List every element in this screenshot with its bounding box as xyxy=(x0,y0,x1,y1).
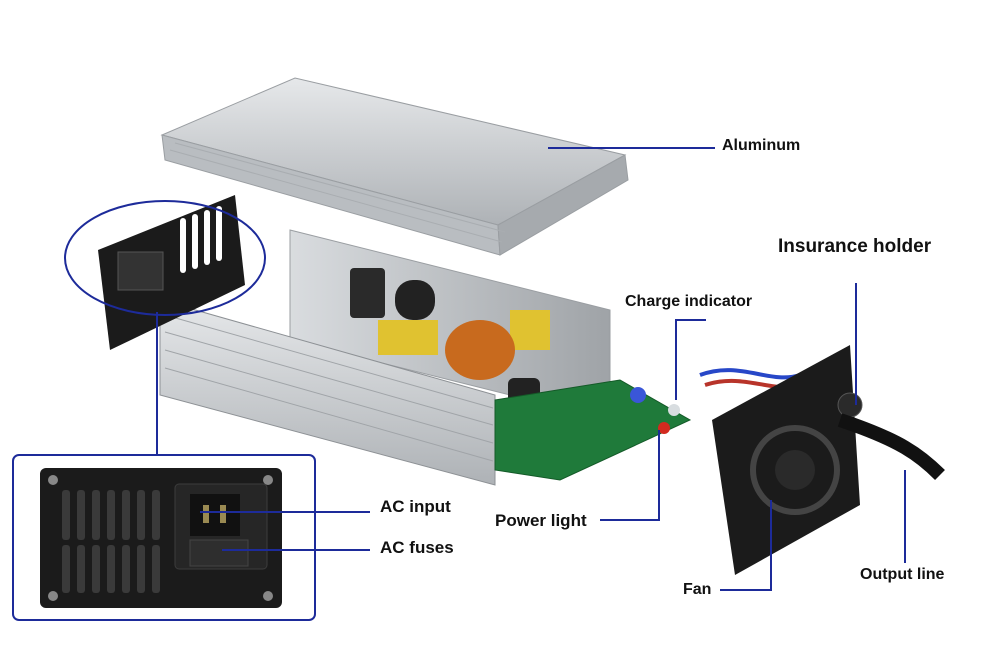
leader-lines xyxy=(156,147,906,591)
ac-panel-detail xyxy=(12,454,316,621)
label-aluminum: Aluminum xyxy=(722,137,801,154)
label-power-light: Power light xyxy=(495,511,587,530)
label-charge-indicator: Charge indicator xyxy=(625,293,753,310)
charge-indicator-led-icon xyxy=(668,404,680,416)
internal-components xyxy=(350,268,550,428)
potentiometer-icon xyxy=(630,387,646,403)
label-ac-input: AC input xyxy=(380,497,451,516)
output-cable xyxy=(837,413,945,480)
label-output-line: Output line xyxy=(860,566,945,583)
pcb-board xyxy=(494,379,692,481)
power-light-led-icon xyxy=(658,422,670,434)
fuse-holder-icon xyxy=(837,392,863,418)
label-insurance-holder: Insurance holder xyxy=(778,236,932,257)
label-ac-fuses: AC fuses xyxy=(380,538,454,557)
label-fan: Fan xyxy=(683,581,712,598)
fan-panel xyxy=(699,345,945,575)
aluminum-cover xyxy=(160,77,629,256)
ac-side-panel xyxy=(98,195,245,350)
panel-highlight-ellipse xyxy=(64,200,266,316)
